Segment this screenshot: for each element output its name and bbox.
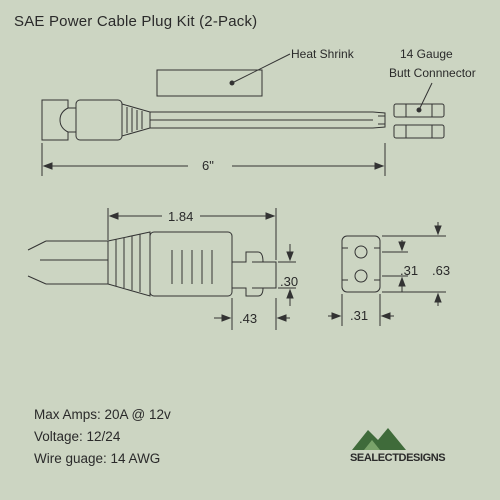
face-inner-dimension	[382, 240, 408, 292]
spec-wire-gauge: Wire guage: 14 AWG	[34, 451, 161, 466]
tab-height-dimension	[278, 244, 296, 306]
page-title: SAE Power Cable Plug Kit (2-Pack)	[14, 13, 258, 30]
length-dimension-label: 6"	[202, 158, 214, 173]
plug-detail-view	[27, 231, 277, 297]
face-inner-label: .31	[400, 263, 419, 278]
tab-length-label: .43	[239, 311, 258, 326]
spec-voltage: Voltage: 12/24	[34, 429, 121, 444]
face-height-label: .63	[432, 263, 451, 278]
tab-height-label: .30	[280, 274, 299, 289]
length-dimension	[41, 143, 386, 176]
logo-mountain-icon	[352, 428, 406, 450]
spec-max-amps: Max Amps: 20A @ 12v	[34, 407, 171, 422]
face-width-label: .31	[350, 308, 369, 323]
plug-face-view	[341, 235, 381, 293]
plug-top-view	[41, 99, 386, 141]
brand-logo: SEALECTDESIGNS	[350, 452, 446, 464]
tab-length-dimension	[214, 298, 290, 330]
plug-length-label: 1.84	[168, 209, 194, 224]
plug-length-dimension	[107, 208, 277, 260]
face-width-dimension	[328, 294, 394, 326]
face-height-dimension	[382, 222, 446, 306]
butt-connectors	[393, 82, 445, 139]
butt-connector-label-line2: Butt Connnector	[389, 66, 476, 80]
heat-shrink-tube	[156, 53, 291, 97]
butt-connector-label-line1: 14 Gauge	[400, 47, 453, 61]
heat-shrink-label: Heat Shrink	[291, 47, 354, 61]
